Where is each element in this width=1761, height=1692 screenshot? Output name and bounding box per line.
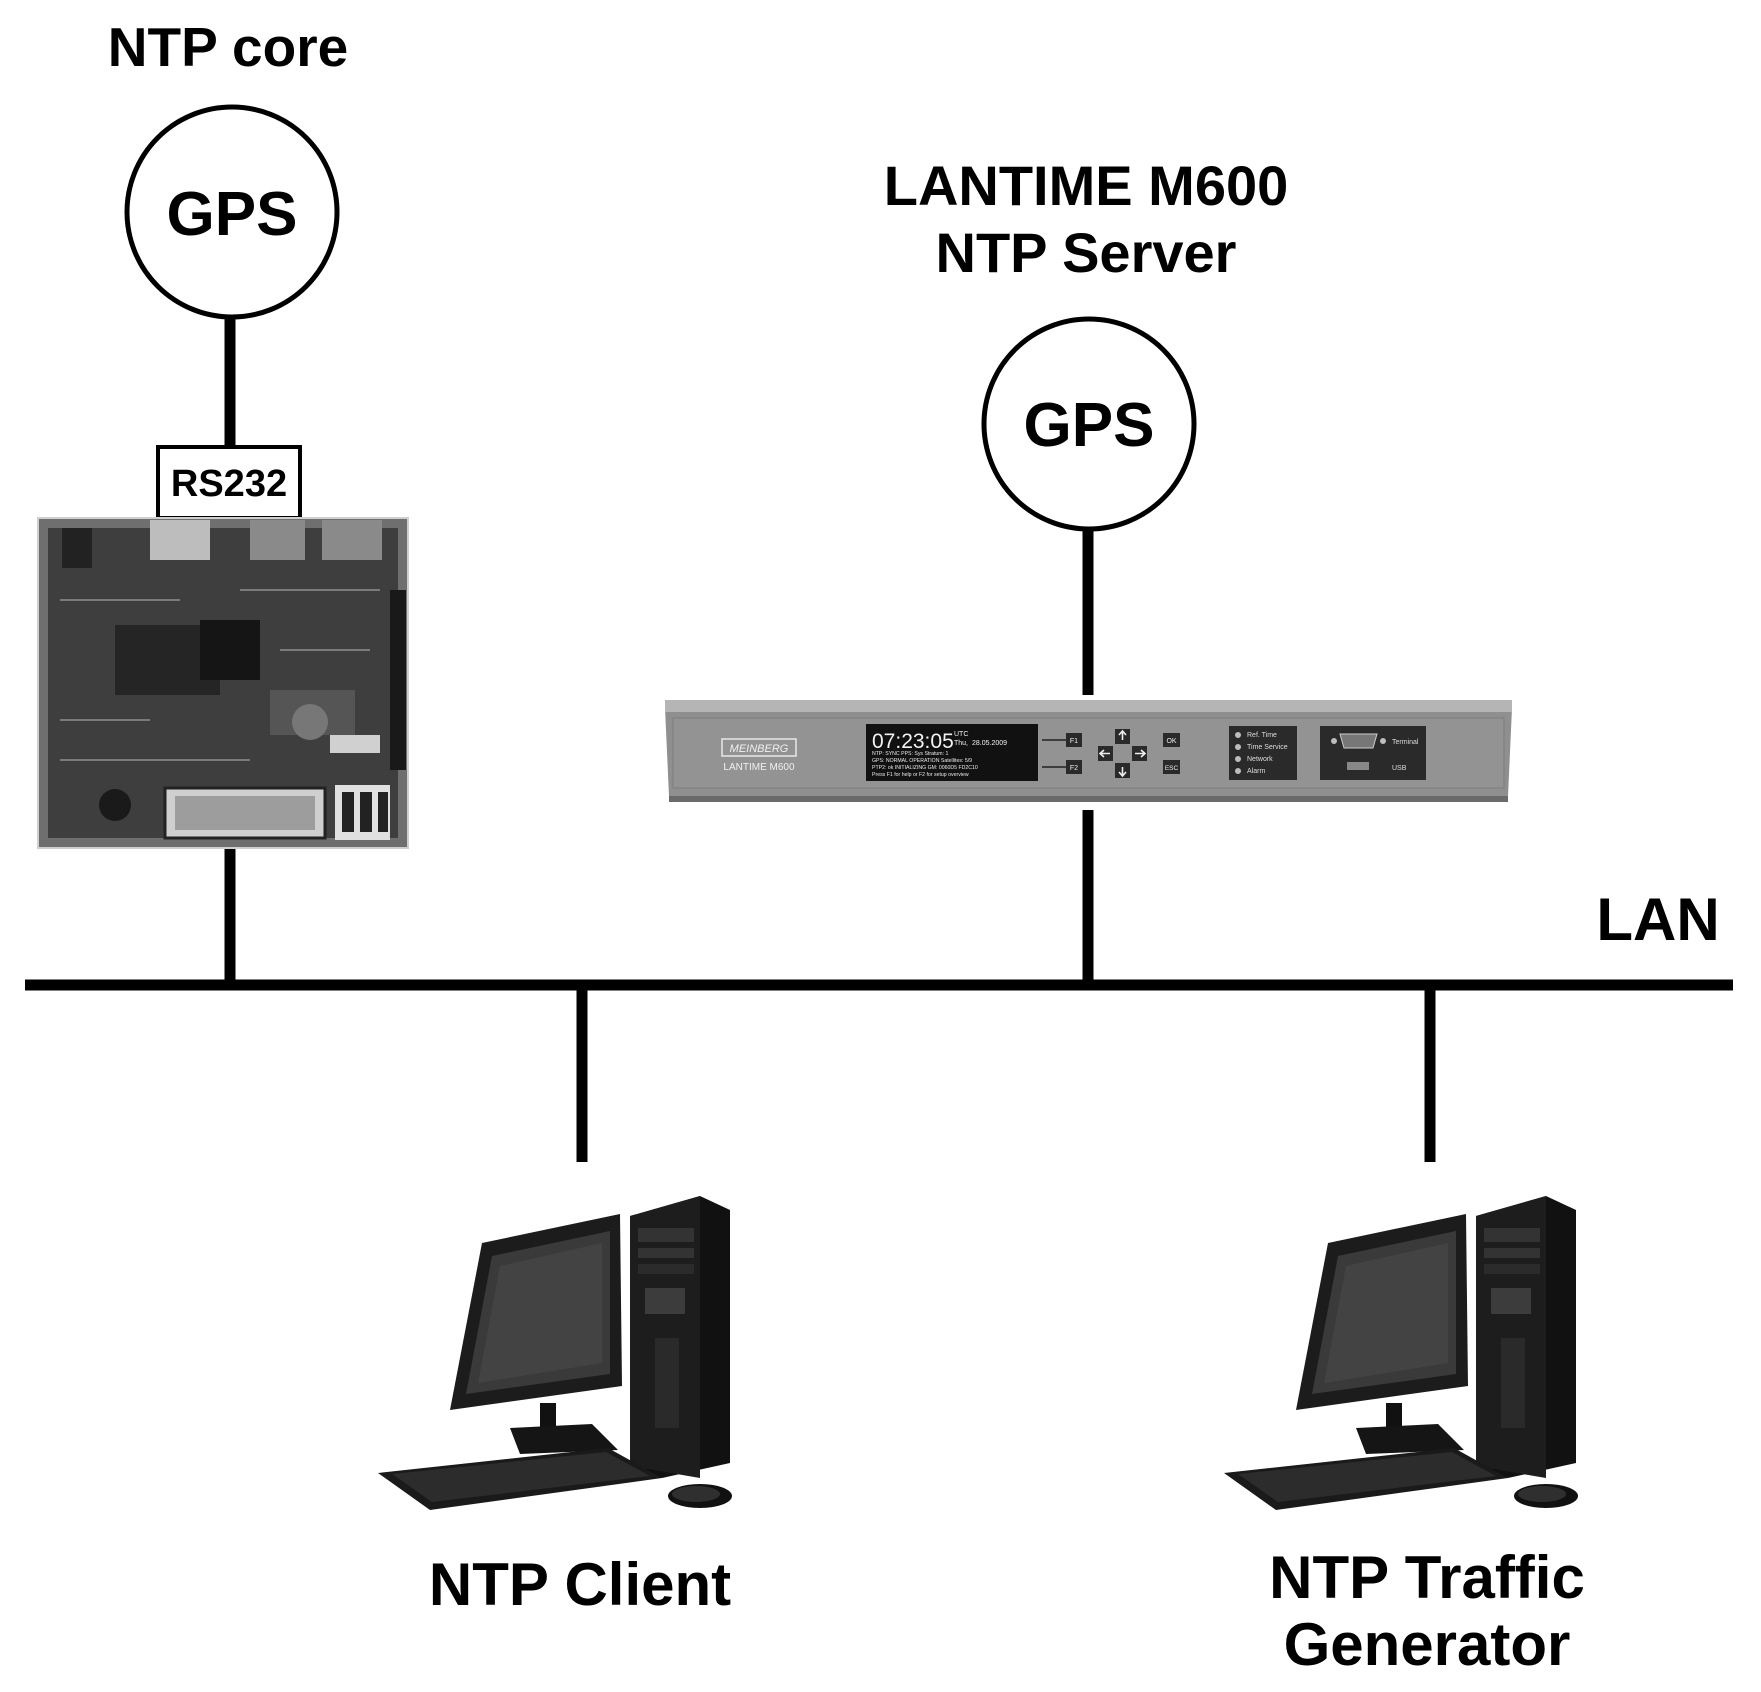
device-model: LANTIME M600: [723, 762, 795, 773]
gps-circle: [981, 316, 1197, 532]
terminal-label: Terminal: [1392, 739, 1419, 746]
led-label: Alarm: [1247, 768, 1265, 775]
display-day: Thu,: [954, 740, 968, 747]
ntp-server-title: NTP Server: [936, 221, 1237, 284]
gps-antenna-server: GPS: [981, 316, 1197, 532]
usb-label: USB: [1392, 765, 1407, 772]
lantime-device: MEINBERG LANTIME M600 07:23:05 UTC Thu, …: [665, 700, 1512, 802]
display-line: Press F1 for help or F2 for setup overvi…: [872, 772, 969, 778]
fpga-board: [37, 517, 409, 849]
display-line: NTP: SYNC PPS: Sys Stratum: 1: [872, 751, 949, 757]
gps-label: GPS: [167, 180, 298, 249]
lantime-title: LANTIME M600: [884, 154, 1289, 217]
ntp-client-computer: [378, 1196, 732, 1510]
display-date: 28.05.2009: [972, 740, 1007, 747]
rs232-label: RS232: [171, 463, 287, 505]
esc-key-label: ESC: [1165, 765, 1179, 772]
ntp-traffic-label: NTP Traffic: [1269, 1544, 1585, 1611]
ntp-client-label: NTP Client: [429, 1551, 731, 1618]
led-label: Time Service: [1247, 744, 1288, 751]
device-display: [866, 724, 1038, 781]
connection-lines: [25, 315, 1733, 1162]
display-line: PTP2: ok INITIALIZING GM: 0060D5 FD2C10: [872, 765, 978, 771]
esc-key: [1163, 760, 1180, 774]
rs232-port: RS232: [156, 445, 302, 520]
gps-antenna-core: GPS: [124, 104, 340, 320]
f2-key-label: F2: [1070, 765, 1078, 772]
display-tz: UTC: [954, 731, 968, 738]
usb-port: [1347, 762, 1369, 770]
lan-label: LAN: [1596, 886, 1719, 953]
f2-key: [1066, 760, 1082, 774]
ntp-generator-label: Generator: [1284, 1611, 1571, 1678]
led-label: Network: [1247, 756, 1273, 763]
f1-key-label: F1: [1070, 738, 1078, 745]
f1-key: [1066, 733, 1082, 747]
device-brand: MEINBERG: [730, 743, 789, 755]
gps-circle: [124, 104, 340, 320]
ntp-traffic-generator-computer: [1224, 1196, 1578, 1510]
rs232-box: [156, 445, 302, 520]
ntp-core-label: NTP core: [108, 16, 348, 78]
display-time: 07:23:05: [872, 730, 954, 753]
gps-label: GPS: [1024, 391, 1155, 460]
ok-key: [1163, 733, 1180, 747]
ok-key-label: OK: [1166, 738, 1176, 745]
led-label: Ref. Time: [1247, 732, 1277, 739]
display-line: GPS: NORMAL OPERATION Satellites: 5/9: [872, 758, 972, 764]
